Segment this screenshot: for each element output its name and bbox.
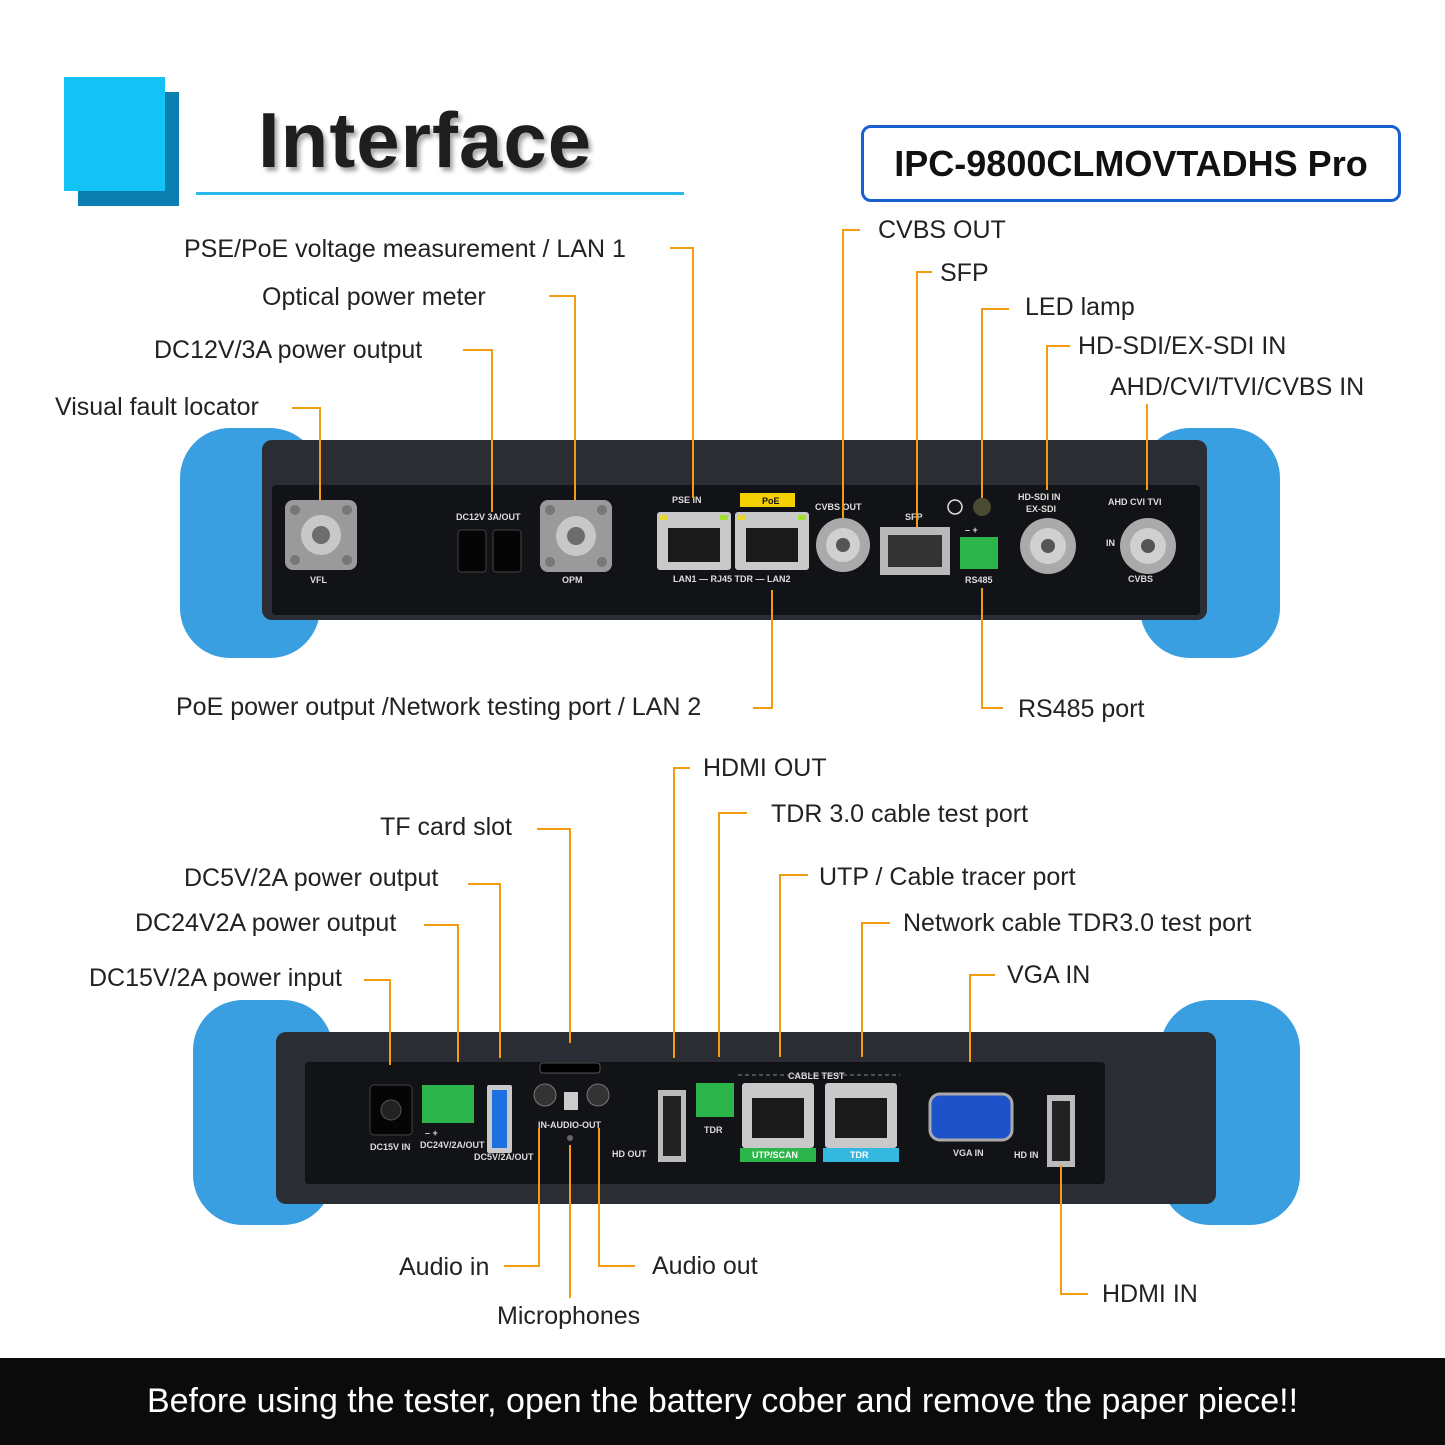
leader-opm (549, 295, 576, 500)
label-pse: PSE/PoE voltage measurement / LAN 1 (184, 235, 626, 263)
exsdi-panel-label: EX-SDI (1026, 504, 1056, 514)
label-dc5: DC5V/2A power output (184, 864, 439, 892)
label-cvbs-out: CVBS OUT (878, 216, 1006, 244)
leader-tdr30 (718, 812, 747, 1057)
label-ahd: AHD/CVI/TVI/CVBS IN (1110, 373, 1365, 401)
cvbs-in-panel-label: CVBS (1128, 574, 1153, 584)
label-hdmi-in: HDMI IN (1102, 1280, 1198, 1308)
leader-audio-out (598, 1128, 635, 1267)
ahd-panel-label: AHD CVI TVI (1108, 497, 1162, 507)
tdr-panel-label: TDR (704, 1125, 723, 1135)
model-name: IPC-9800CLMOVTADHS Pro (894, 142, 1368, 184)
hdsdi-panel-label: HD-SDI IN (1018, 492, 1061, 502)
sd-card-icon (564, 1092, 578, 1110)
utp-panel-label: UTP/SCAN (752, 1150, 798, 1160)
leader-dc24 (424, 924, 459, 1062)
label-net-tdr: Network cable TDR3.0 test port (903, 909, 1252, 937)
leader-vfl (292, 407, 321, 500)
audio-panel-label: IN-AUDIO-OUT (538, 1120, 601, 1130)
rs485-panel-label: RS485 (965, 575, 993, 585)
title-underline (196, 192, 684, 195)
leader-rs485 (981, 588, 1003, 709)
leader-audio-in (504, 1128, 540, 1267)
dc5-panel-label: DC5V/2A/OUT (474, 1152, 534, 1162)
label-opm: Optical power meter (262, 283, 486, 311)
dc15-panel-label: DC15V IN (370, 1142, 411, 1152)
dc24-polarity-label: – + (425, 1128, 438, 1138)
vfl-connector (285, 500, 357, 570)
label-hdsdi: HD-SDI/EX-SDI IN (1078, 332, 1287, 360)
tdr-port-panel-label: TDR (850, 1150, 869, 1160)
leader-tf (537, 828, 571, 1043)
label-audio-out: Audio out (652, 1252, 758, 1280)
dc24-terminal (422, 1085, 474, 1123)
leader-hdsdi (1046, 345, 1070, 490)
label-utp: UTP / Cable tracer port (819, 863, 1076, 891)
label-poe-out: PoE power output /Network testing port /… (176, 693, 702, 721)
lan-row-panel-label: LAN1 — RJ45 TDR — LAN2 (673, 574, 791, 584)
sfp-panel-label: SFP (905, 512, 923, 522)
dc12-panel-label: DC12V 3A/OUT (456, 512, 521, 522)
warning-banner-text: Before using the tester, open the batter… (146, 1382, 1299, 1420)
leader-pse (670, 247, 694, 498)
leader-sfp (916, 271, 932, 527)
dc12-jack-1 (457, 529, 487, 573)
label-mic: Microphones (497, 1302, 641, 1330)
vfl-panel-label: VFL (310, 575, 328, 585)
opm-panel-label: OPM (562, 575, 583, 585)
label-audio-in: Audio in (399, 1253, 490, 1281)
rs485-polarity-label: – + (965, 525, 978, 535)
led-lamp (973, 498, 991, 516)
label-dc12: DC12V/3A power output (154, 336, 423, 364)
label-dc15: DC15V/2A power input (89, 964, 342, 992)
leader-utp (779, 874, 808, 1057)
leader-dc15 (364, 979, 391, 1065)
label-vga: VGA IN (1007, 961, 1091, 989)
audio-out-jack (586, 1083, 610, 1107)
label-tf: TF card slot (380, 813, 512, 841)
page-title: Interface (258, 96, 593, 184)
vga-port (928, 1092, 1014, 1142)
label-dc24: DC24V2A power output (135, 909, 397, 937)
opm-connector (540, 500, 612, 572)
leader-vga (969, 974, 995, 1062)
leader-dc12 (463, 349, 493, 512)
cable-test-panel-label: CABLE TEST (788, 1071, 845, 1081)
poe-tag (740, 493, 795, 507)
hd-out-panel-label: HD OUT (612, 1149, 647, 1159)
label-hdmi-out: HDMI OUT (703, 754, 827, 782)
leader-cvbs-out (842, 229, 860, 518)
warning-banner: Before using the tester, open the batter… (0, 1358, 1445, 1445)
tdr-terminal (696, 1083, 734, 1117)
poe-tag-label: PoE (762, 496, 780, 506)
label-led: LED lamp (1025, 293, 1135, 321)
leader-dc5 (468, 883, 501, 1058)
model-name-box: IPC-9800CLMOVTADHS Pro (861, 125, 1401, 202)
leader-led (981, 308, 1009, 498)
leader-hdmi-out (673, 767, 690, 1058)
audio-in-jack (533, 1083, 557, 1107)
hd-in-panel-label: HD IN (1014, 1150, 1039, 1160)
leader-hdmi-in (1060, 1165, 1088, 1295)
header-square (64, 77, 165, 191)
vga-panel-label: VGA IN (953, 1148, 984, 1158)
label-rs485: RS485 port (1018, 695, 1145, 723)
leader-poe-out (753, 590, 773, 709)
rs485-terminal (960, 537, 998, 569)
mic-hole (567, 1135, 573, 1141)
dc24-panel-label: DC24V/2A/OUT (420, 1140, 485, 1150)
label-vfl: Visual fault locator (55, 393, 259, 421)
tf-card-slot (539, 1062, 601, 1074)
label-tdr30: TDR 3.0 cable test port (771, 800, 1029, 828)
leader-net-tdr (861, 922, 890, 1057)
cvbs-out-panel-label: CVBS OUT (815, 502, 862, 512)
led-icon (947, 499, 963, 515)
ahd-in-panel-label: IN (1106, 538, 1115, 548)
pse-in-panel-label: PSE IN (672, 495, 702, 505)
dc12-jack-2 (492, 529, 522, 573)
label-sfp: SFP (940, 259, 989, 287)
